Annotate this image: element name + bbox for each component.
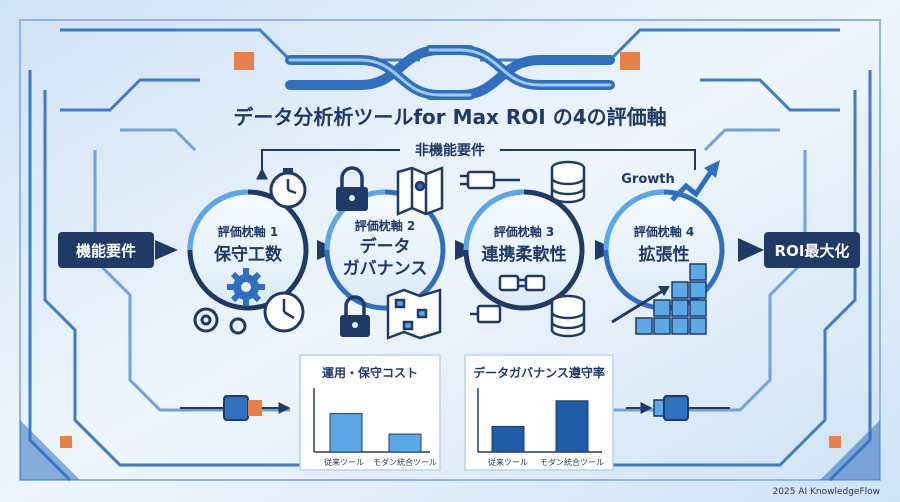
- stopwatch-icon: [269, 168, 307, 209]
- orange-node: [234, 52, 254, 70]
- axis-1-line2: 保守工数: [213, 244, 283, 265]
- map-icon: [396, 166, 444, 216]
- diagram-title: データ分析析ツールfor Max ROI の4の評価軸: [233, 105, 666, 129]
- chart-2-bar-2: [555, 400, 589, 453]
- input-box: 機能要件: [58, 232, 154, 268]
- orange-node: [60, 436, 72, 448]
- output-label: ROI最大化: [775, 242, 850, 260]
- padlock-icon: [340, 295, 370, 337]
- output-box: ROI最大化: [764, 232, 860, 268]
- clock-icon: [263, 291, 305, 333]
- chart-panel-1: 運用・保守コスト 従来ツール モダン統合ツール: [299, 354, 441, 471]
- input-label: 機能要件: [76, 242, 136, 260]
- axis-circle-2: 評価枕軸 2 データ ガバナンス: [324, 189, 446, 311]
- chart-1-category-2: モダン統合ツール: [373, 457, 437, 467]
- axis-circle-3: 評価枕軸 3 連携柔軟性: [463, 189, 585, 311]
- chart-2-bar-1: [491, 425, 525, 453]
- chart-1-bar-1: [329, 413, 363, 453]
- database-icon: [550, 294, 586, 338]
- plug-icon: [498, 274, 546, 292]
- chart-1-title: 運用・保守コスト: [322, 365, 418, 380]
- plug-icon: [460, 170, 520, 190]
- axis-4-line2: 拡張性: [639, 244, 690, 265]
- non-functional-bracket: 非機能要件: [256, 136, 696, 180]
- database-icon: [550, 160, 586, 204]
- orange-node: [620, 52, 640, 70]
- axis-3-line2: 連携柔軟性: [482, 244, 567, 265]
- plug-icon: [180, 395, 291, 421]
- growth-label: Growth: [621, 172, 675, 187]
- gear-icon: [193, 307, 247, 335]
- axis-3-line1: 評価枕軸 3: [494, 224, 555, 239]
- plug-icon: [626, 395, 730, 421]
- cube-blocks-icon: [635, 263, 707, 335]
- growth-arrow-icon: [611, 286, 670, 324]
- chart-panel-2: データガバナンス遵守率 従来ツール モダン統合ツール: [464, 354, 614, 471]
- axis-1-line1: 評価枕軸 1: [218, 224, 279, 239]
- chart-2-title: データガバナンス遵守率: [473, 365, 605, 380]
- growth-arrow-icon: [670, 160, 720, 202]
- bracket-label: 非機能要件: [415, 142, 485, 159]
- axis-2-line3: ガバナンス: [343, 259, 428, 279]
- axis-4-line1: 評価枕軸 4: [634, 224, 695, 239]
- axis-2-line2: データ: [360, 236, 411, 257]
- footer-credit: 2025 AI KnowledgeFlow: [773, 487, 880, 497]
- chart-2-category-2: モダン統合ツール: [540, 457, 604, 467]
- plug-icon: [470, 304, 502, 324]
- padlock-icon: [336, 166, 368, 211]
- chart-2-category-1: 従来ツール: [488, 457, 528, 467]
- gear-icon: [227, 268, 265, 306]
- axis-2-line1: 評価枕軸 2: [355, 218, 416, 233]
- corner-accents: [20, 52, 880, 480]
- axis-circle-1: 評価枕軸 1 保守工数: [187, 189, 309, 311]
- chart-1-bar-2: [388, 433, 422, 453]
- orange-node: [829, 436, 841, 448]
- flowchart-icon: [386, 288, 442, 340]
- chart-1-category-1: 従来ツール: [324, 457, 364, 467]
